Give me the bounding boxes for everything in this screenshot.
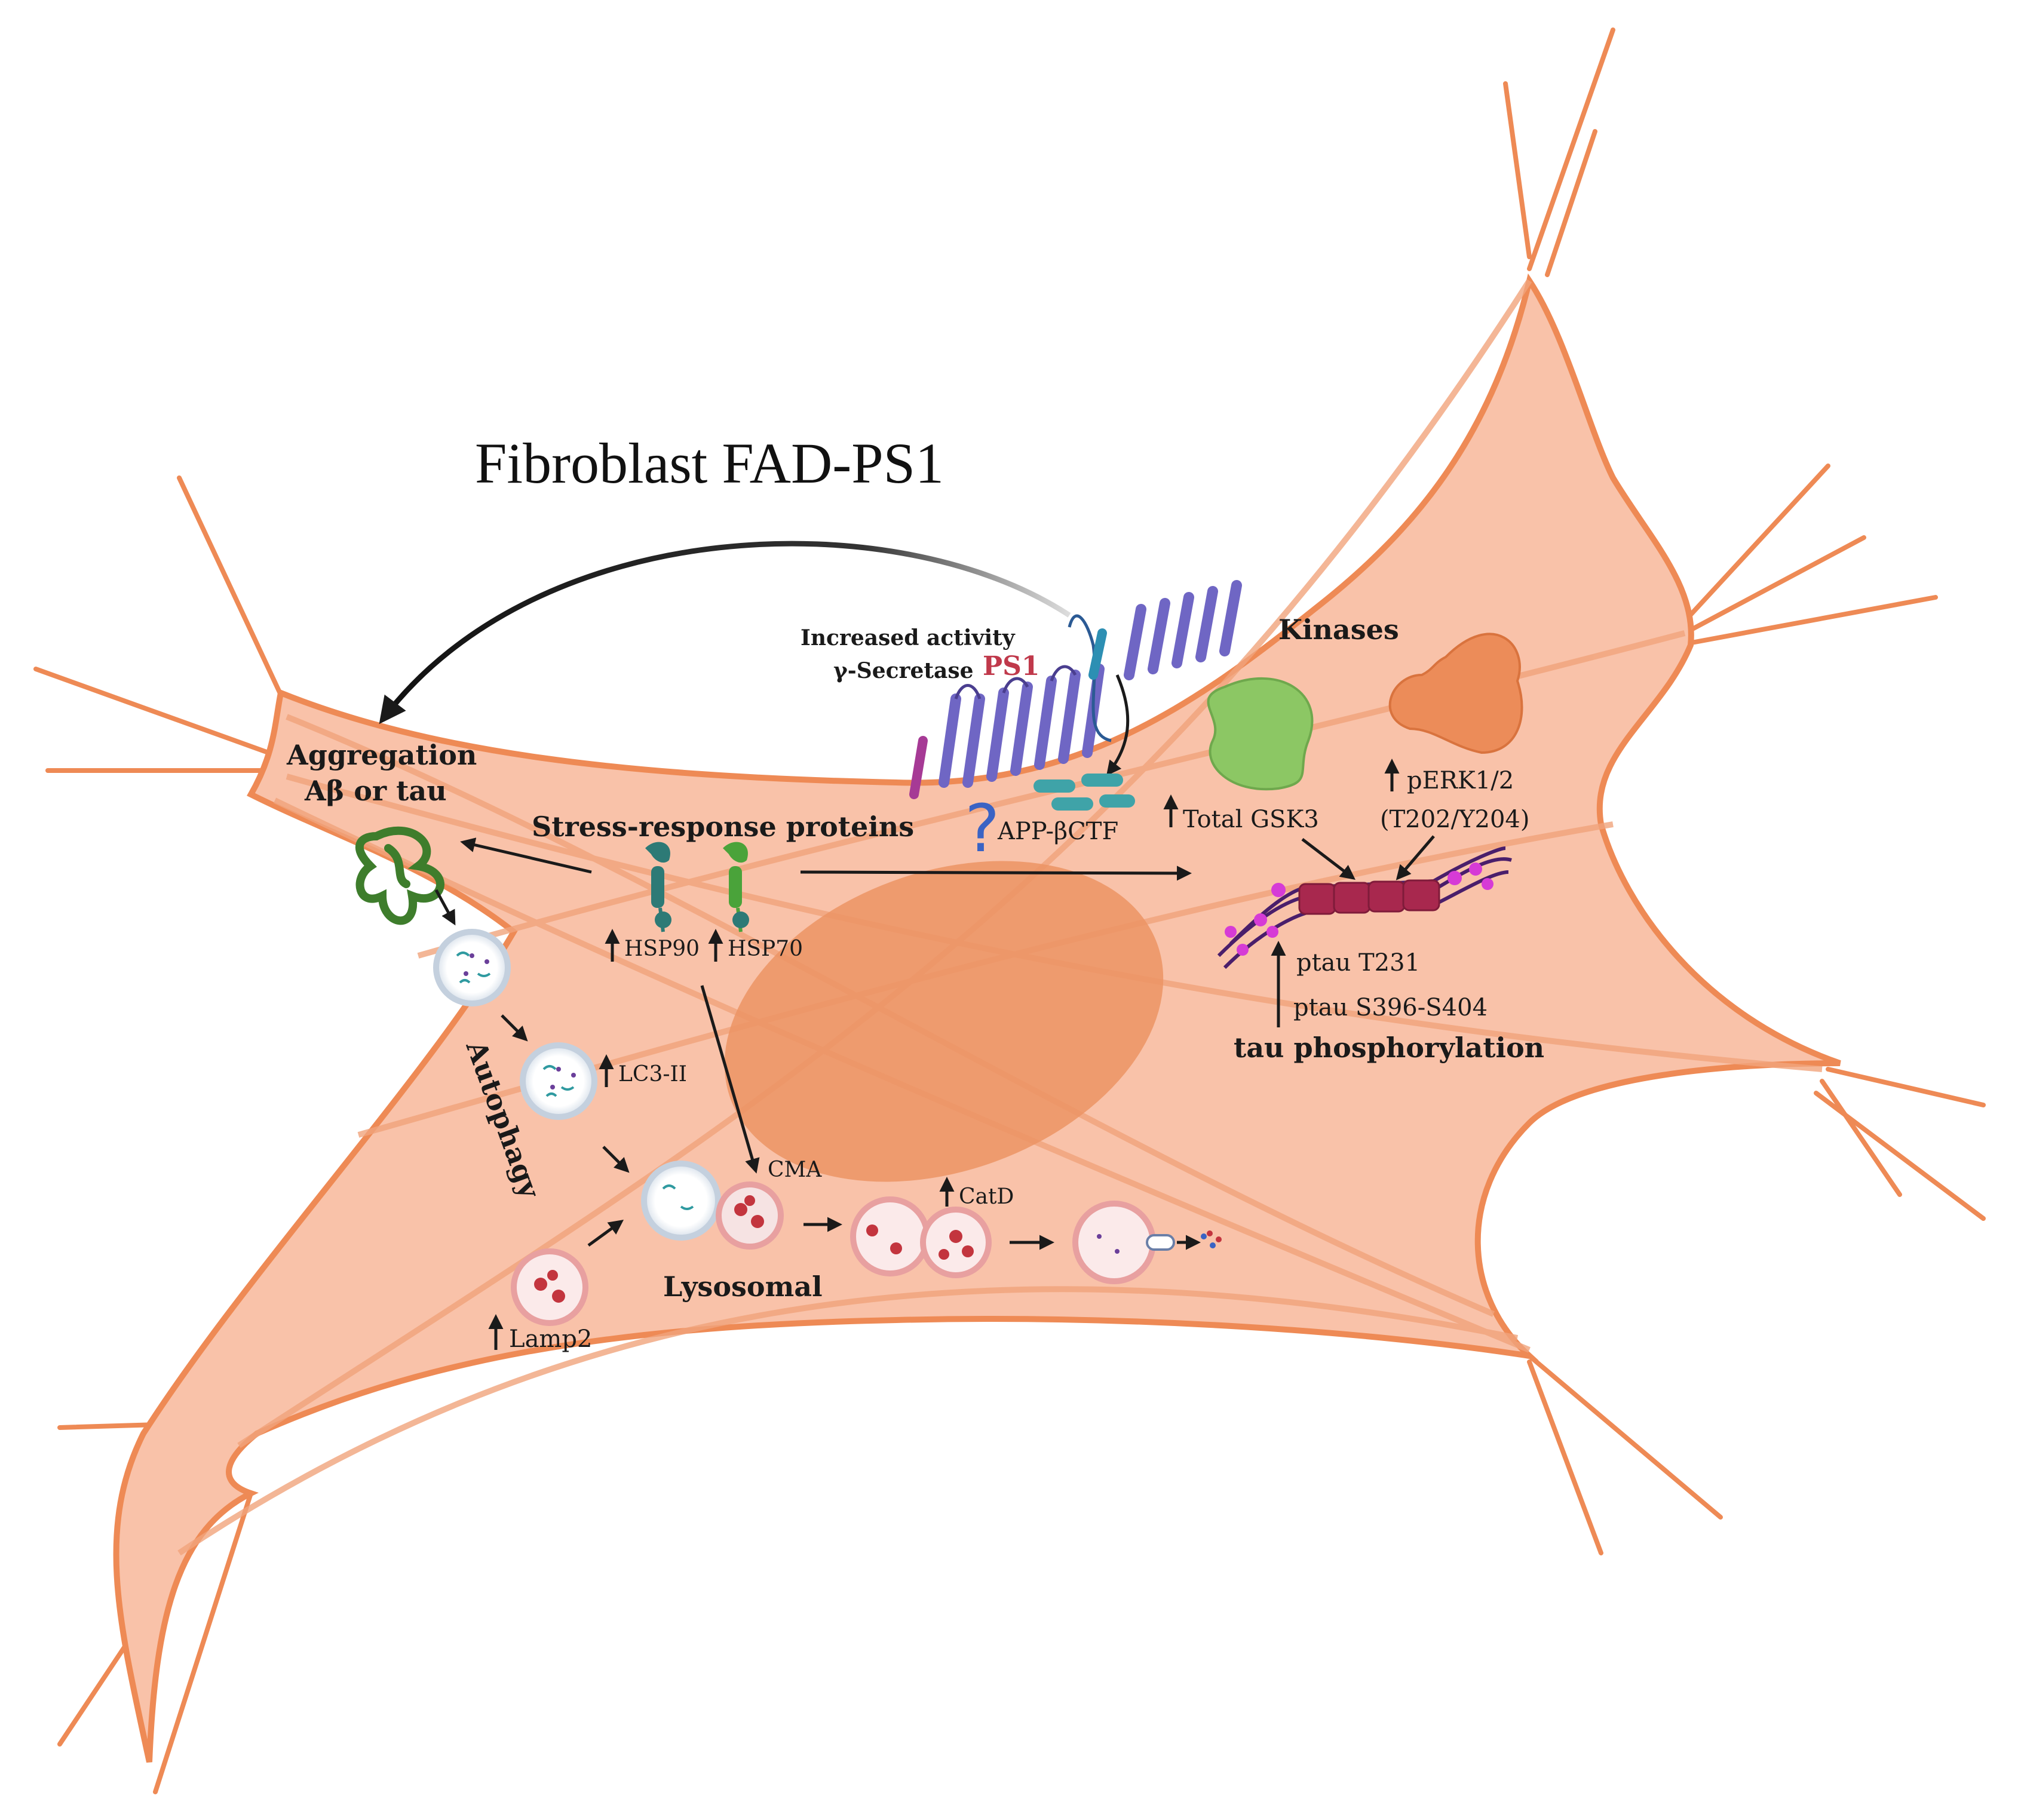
ps1-to-app-arrow <box>1106 674 1130 776</box>
aggregate-to-phagophore-arrow <box>434 889 456 926</box>
hsp70-label: HSP70 <box>728 937 803 961</box>
erk-kinase-icon <box>1388 633 1523 754</box>
diagram-title: Fibroblast FAD-PS1 <box>475 431 944 495</box>
perk-sites-label: (T202/Y204) <box>1380 806 1529 833</box>
lysosomal-label: Lysosomal <box>663 1270 823 1303</box>
abeta-or-tau-label: Aβ or tau <box>304 775 447 807</box>
phagophore-to-autophagosome-arrow <box>501 1014 528 1042</box>
lysosome-degradation <box>850 1196 992 1278</box>
cma-label: CMA <box>768 1158 822 1182</box>
app-bctf-label: APP-βCTF <box>997 818 1118 845</box>
app-bctf-fragments <box>1033 774 1135 811</box>
kinases-label: Kinases <box>1278 613 1399 646</box>
fibroblast-cell <box>33 27 1986 1794</box>
ps1-to-aggregation-arrow <box>379 541 1071 725</box>
aggregation-label: Aggregation <box>286 739 477 771</box>
total-gsk3-label: Total GSK3 <box>1183 806 1319 833</box>
ps1-membrane-protein <box>909 580 1242 799</box>
tau-phosphorylation-label: tau phosphorylation <box>1234 1032 1544 1064</box>
hsp90-label: HSP90 <box>624 937 700 961</box>
lysosome-to-fusion-arrow <box>587 1220 624 1247</box>
lysosome-lamp2 <box>511 1248 588 1326</box>
stress-response-label: Stress-response proteins <box>532 811 914 843</box>
lamp2-label: Lamp2 <box>509 1325 592 1353</box>
catd-label: CatD <box>959 1184 1014 1209</box>
question-mark: ? <box>965 790 999 867</box>
perk-label: pERK1/2 <box>1407 767 1514 794</box>
autophagosome-to-fusion-arrow <box>602 1146 630 1173</box>
hsp90-icon <box>645 842 671 932</box>
ptau-t231-label: ptau T231 <box>1296 949 1420 977</box>
gamma-secretase-label: γ-Secretase <box>833 658 974 683</box>
phagophore-vesicle <box>433 929 511 1006</box>
autolysosome-fusion <box>641 1161 784 1250</box>
stress-to-tau-arrow <box>800 866 1192 881</box>
autophagosome-vesicle <box>520 1042 597 1120</box>
ps1-label: PS1 <box>983 651 1039 682</box>
gsk3-to-tau-arrow <box>1301 838 1355 880</box>
increased-activity-label: Increased activity <box>801 625 1016 650</box>
protein-aggregate-icon <box>355 826 444 925</box>
nucleus <box>724 861 1164 1182</box>
hsp70-icon <box>723 842 749 932</box>
gsk3-kinase-icon <box>1207 677 1314 791</box>
residual-body <box>1072 1201 1222 1284</box>
erk-to-tau-arrow <box>1396 835 1435 880</box>
hsp-to-cma-arrow <box>700 985 760 1174</box>
ptau-s396-label: ptau S396-S404 <box>1293 994 1488 1021</box>
lc3-label: LC3-II <box>618 1062 687 1087</box>
tau-filament <box>1217 846 1512 969</box>
stress-to-aggregation-arrow <box>460 837 592 874</box>
